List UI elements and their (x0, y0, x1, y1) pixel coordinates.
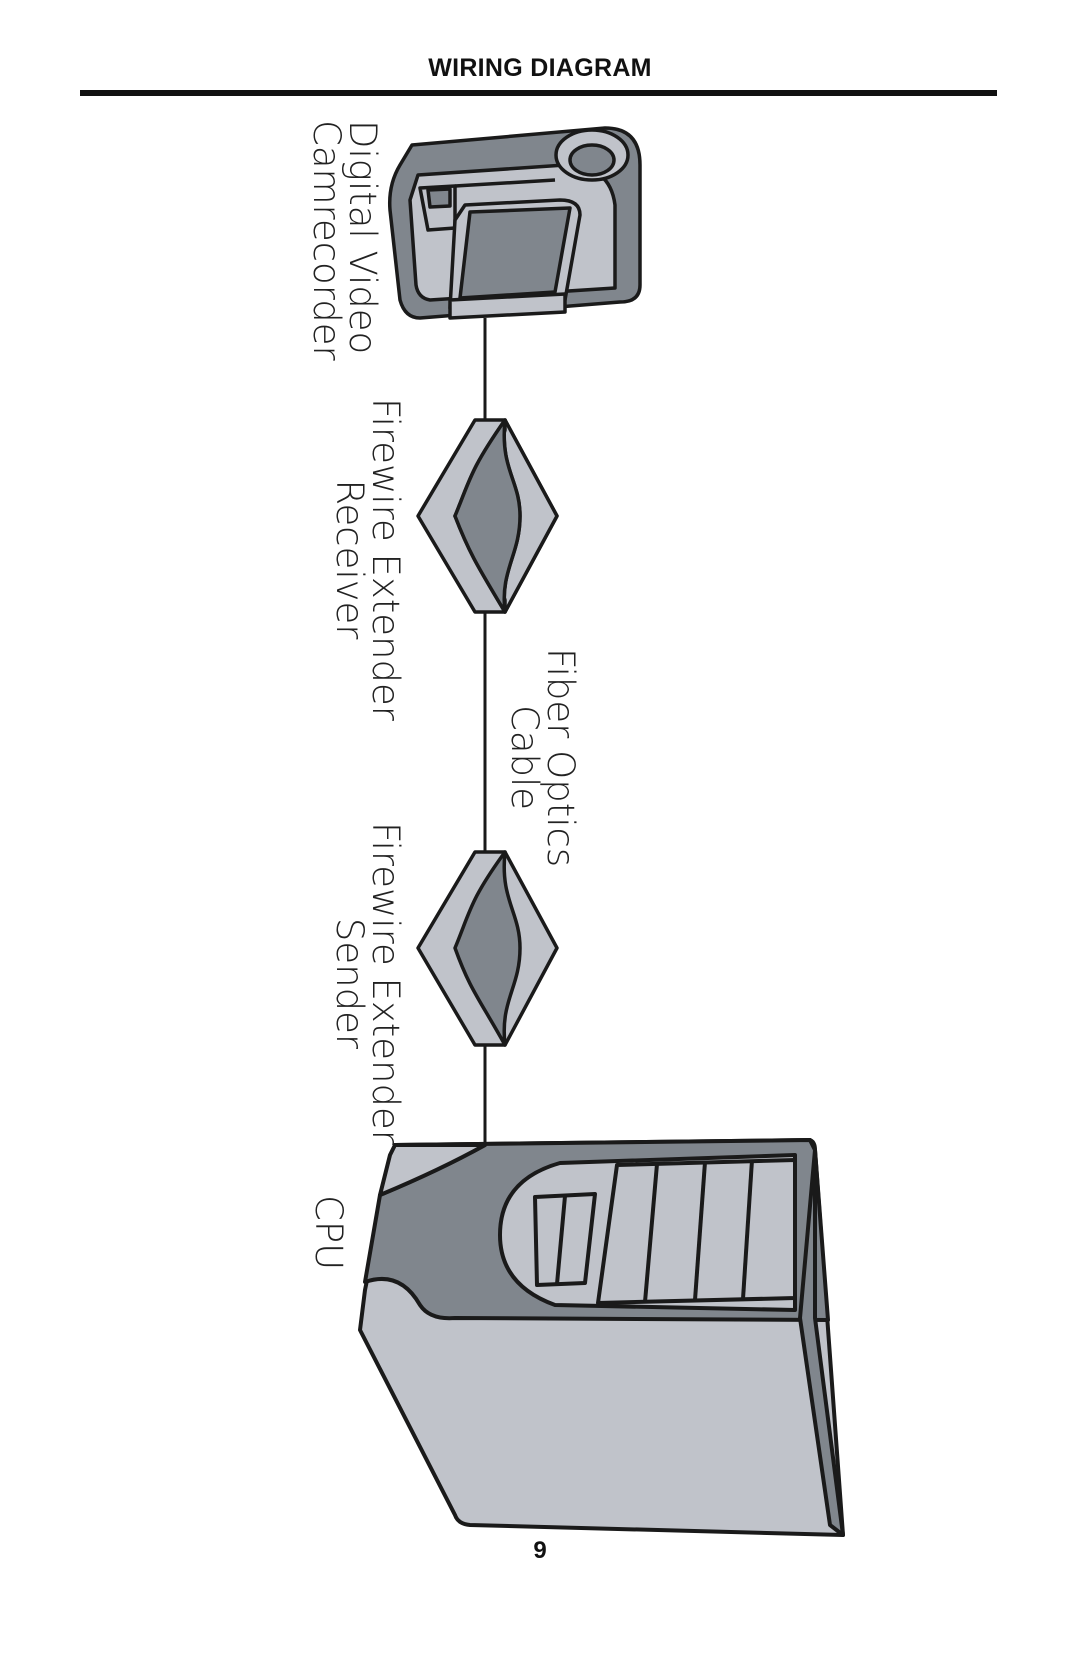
receiver-label: Firewire Extender Receiver (328, 398, 407, 721)
sender-extender-icon (416, 850, 559, 1047)
camcorder-label-line2: Camrecorder (305, 120, 348, 361)
computer-tower-icon (358, 1138, 845, 1537)
receiver-label-line1: Firewire Extender (364, 398, 407, 721)
cpu-label-text: CPU (307, 1195, 350, 1271)
cable-label-line2: Cable (503, 705, 546, 811)
receiver-label-line2: Receiver (328, 479, 371, 640)
cable-label-line1: Fiber Optics (539, 648, 582, 868)
sender-label-line2: Sender (328, 917, 371, 1050)
cpu-label: CPU (307, 1195, 350, 1271)
camcorder-label: Digital Video Camrecorder (305, 120, 384, 361)
receiver-extender-icon (416, 418, 559, 614)
camcorder-label-line1: Digital Video (341, 120, 384, 355)
sender-label-line1: Firewire Extender (364, 822, 407, 1145)
page-title: WIRING DIAGRAM (428, 54, 652, 82)
fiber-optics-cable-label: Fiber Optics Cable (503, 648, 582, 868)
camcorder-icon (387, 126, 642, 320)
sender-label: Firewire Extender Sender (328, 822, 407, 1145)
title-divider (80, 90, 997, 96)
page-number: 9 (533, 1537, 547, 1564)
